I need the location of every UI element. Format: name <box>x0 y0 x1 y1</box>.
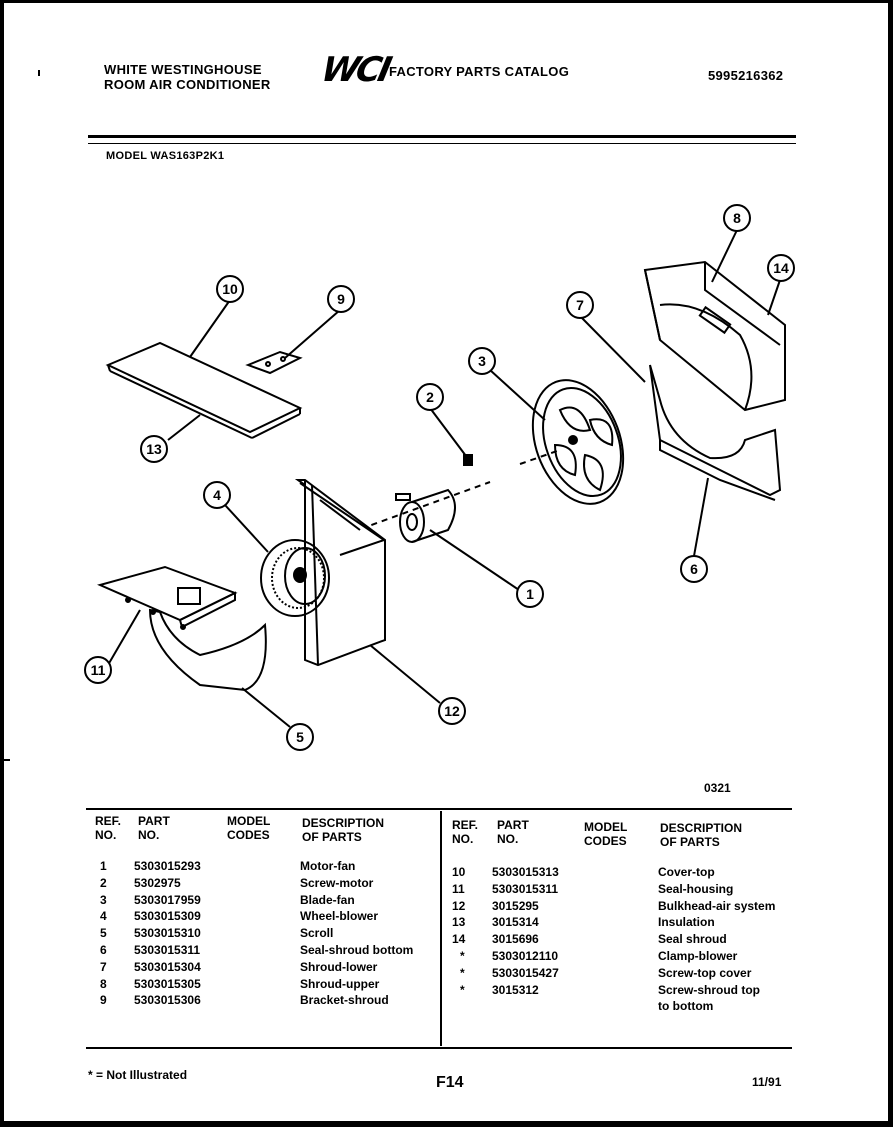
table-row: 9 5303015306 Bracket-shroud <box>100 993 389 1008</box>
table-row: 1 5303015293 Motor-fan <box>100 859 356 873</box>
table-row: 2 5302975 Screw-motor <box>100 875 374 890</box>
header-rule-thin <box>88 143 796 144</box>
callout-label: 8 <box>733 210 741 226</box>
callout-2 <box>416 383 444 411</box>
header-ref: REF.NO. <box>95 814 122 842</box>
callout-8 <box>723 204 751 232</box>
margin-mark <box>0 759 10 761</box>
catalog-title: FACTORY PARTS CATALOG <box>389 64 570 79</box>
margin-mark <box>38 70 40 76</box>
header-rule <box>88 135 796 138</box>
insulation-pad-part <box>105 341 303 439</box>
brand-block: WHITE WESTINGHOUSE ROOM AIR CONDITIONER <box>104 62 271 92</box>
callout-label: 5 <box>296 729 304 745</box>
diagram-code: 0321 <box>704 781 731 795</box>
blade-fan-part <box>531 379 625 505</box>
callout-4 <box>203 481 231 509</box>
table-bottom-rule <box>86 1047 792 1049</box>
right-parts-list: 10 5303015313 Cover-top 11 5303015311 Se… <box>452 864 792 1015</box>
callout-13 <box>140 435 168 463</box>
table-row: 12 3015295 Bulkhead-air system <box>452 898 776 913</box>
callout-14 <box>767 254 795 282</box>
shroud-assembly-part <box>643 260 786 501</box>
callout-11 <box>84 656 112 684</box>
callout-label: 2 <box>426 389 434 405</box>
revision-date: 11/91 <box>752 1075 782 1089</box>
table-row: 7 5303015304 Shroud-lower <box>100 959 378 974</box>
table-row: 3 5303017959 Blade-fan <box>100 892 355 907</box>
table-row: * 5303012110 Clamp-blower <box>460 948 738 963</box>
catalog-number: 5995216362 <box>708 68 784 83</box>
callout-label: 12 <box>444 703 460 719</box>
callout-label: 11 <box>91 662 106 678</box>
table-row: * 5303015427 Screw-top cover <box>460 965 752 980</box>
callout-9 <box>327 285 355 313</box>
table-row: 4 5303015309 Wheel-blower <box>100 909 379 924</box>
callout-7 <box>566 291 594 319</box>
brand-line-1: WHITE WESTINGHOUSE <box>104 62 262 77</box>
brand-line-2: ROOM AIR CONDITIONER <box>104 77 271 92</box>
table-row: 14 3015696 Seal shroud <box>452 932 727 947</box>
screw-motor-part <box>463 454 473 466</box>
table-row: 6 5303015311 Seal-shroud bottom <box>100 942 414 957</box>
model-line: MODEL WAS163P2K1 <box>106 150 225 162</box>
motor-fan-part <box>395 488 456 543</box>
bracket-shroud-part <box>245 350 303 375</box>
callout-5 <box>286 723 314 751</box>
callout-6 <box>680 555 708 583</box>
callout-label: 4 <box>213 487 221 503</box>
callout-12 <box>438 697 466 725</box>
callout-label: 6 <box>690 561 698 577</box>
callout-label: 1 <box>526 586 534 602</box>
table-row: 11 5303015311 Seal-housing <box>452 881 734 896</box>
bulkhead-air-system-part <box>294 479 386 667</box>
page-number: F14 <box>436 1074 464 1091</box>
callout-label: 13 <box>146 441 162 457</box>
table-row: 10 5303015313 Cover-top <box>452 865 715 879</box>
callout-label: 14 <box>773 260 789 276</box>
callout-1 <box>516 580 544 608</box>
table-column-divider <box>440 811 442 1046</box>
table-row: 5 5303015310 Scroll <box>100 926 334 941</box>
left-parts-list: 1 5303015293 Motor-fan 2 5302975 Screw-m… <box>96 858 436 1009</box>
callout-label: 3 <box>478 353 486 369</box>
table-row: 13 3015314 Insulation <box>452 915 715 930</box>
callout-label: 10 <box>222 281 238 297</box>
header-ref-right: REF.NO. <box>452 818 479 846</box>
table-top-rule <box>86 808 792 810</box>
scroll-part <box>97 565 267 692</box>
callout-10 <box>216 275 244 303</box>
callout-label: 9 <box>337 291 345 307</box>
not-illustrated-note: * = Not Illustrated <box>88 1068 188 1082</box>
table-row-continuation: to bottom <box>658 999 714 1014</box>
exploded-parts-diagram: 10 9 13 2 3 7 8 14 6 4 1 11 12 5 <box>84 204 795 751</box>
callout-3 <box>468 347 496 375</box>
table-row: * 3015312 Screw-shroud top <box>460 982 761 997</box>
callout-label: 7 <box>576 297 584 313</box>
wheel-blower-part <box>260 539 330 617</box>
table-row: 8 5303015305 Shroud-upper <box>100 976 380 991</box>
